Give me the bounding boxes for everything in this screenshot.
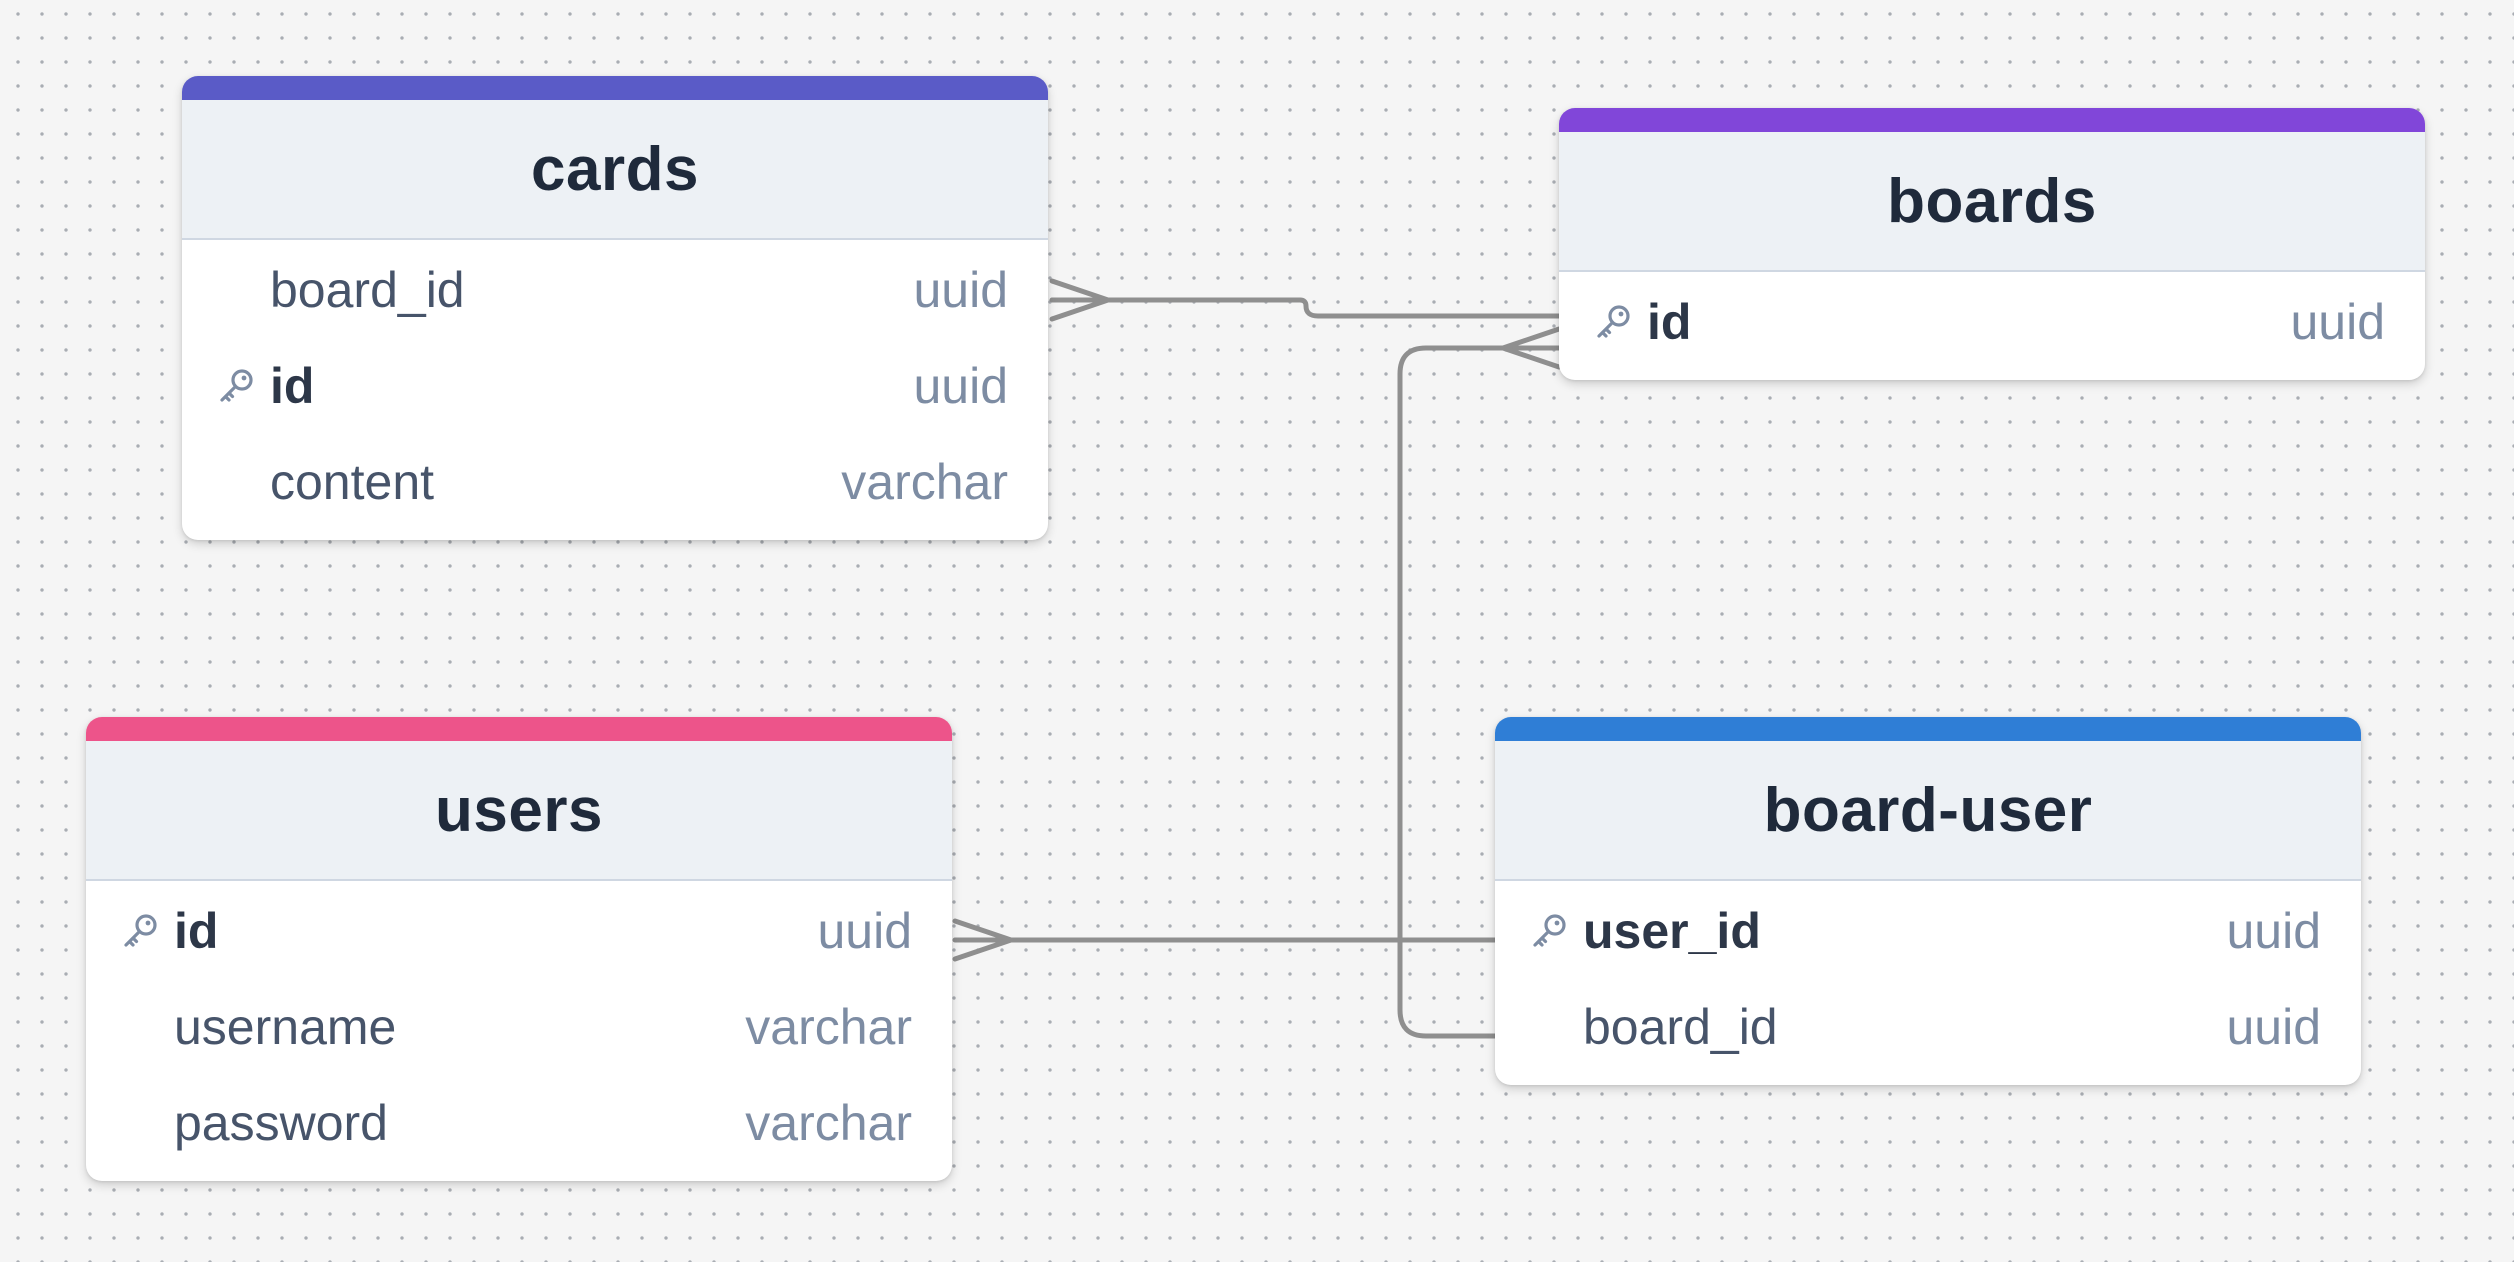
field-name: board_id: [1583, 999, 1778, 1055]
field-row-username[interactable]: username varchar: [86, 979, 952, 1075]
field-type: varchar: [745, 999, 912, 1055]
field-type: uuid: [817, 903, 912, 959]
entity-title: cards: [531, 134, 699, 204]
field-name: id: [270, 358, 315, 414]
field-row-user_id[interactable]: user_id uuid: [1495, 883, 2361, 979]
crowfoot-users-id: [952, 918, 1014, 962]
field-row-content[interactable]: content varchar: [182, 434, 1048, 530]
entity-accent-bar: [86, 717, 952, 741]
field-name: content: [270, 454, 435, 510]
entity-header: users: [86, 741, 952, 881]
field-row-id[interactable]: id uuid: [86, 883, 952, 979]
key-icon: [1529, 911, 1569, 951]
entity-cards[interactable]: cards board_id uuid id uuid content varc…: [182, 76, 1048, 540]
field-name: board_id: [270, 262, 465, 318]
field-type: uuid: [2290, 294, 2385, 350]
crowfoot-cards-board_id: [1049, 278, 1111, 322]
field-row-board_id[interactable]: board_id uuid: [1495, 979, 2361, 1075]
entity-header: board-user: [1495, 741, 2361, 881]
key-icon: [1593, 302, 1633, 342]
field-type: uuid: [913, 262, 1008, 318]
relation-cards-boards: [1049, 297, 1562, 319]
key-icon: [216, 366, 256, 406]
field-name: user_id: [1583, 903, 1761, 959]
field-type: varchar: [745, 1095, 912, 1151]
relation-boardsuser-boards: [1397, 345, 1562, 1039]
field-type: uuid: [913, 358, 1008, 414]
entity-header: cards: [182, 100, 1048, 240]
entity-title: boards: [1887, 166, 2097, 236]
field-name: password: [174, 1095, 388, 1151]
entity-title: users: [435, 775, 603, 845]
field-type: uuid: [2226, 999, 2321, 1055]
entity-accent-bar: [182, 76, 1048, 100]
entity-header: boards: [1559, 132, 2425, 272]
field-name: id: [174, 903, 219, 959]
field-type: varchar: [841, 454, 1008, 510]
field-row-password[interactable]: password varchar: [86, 1075, 952, 1171]
entity-accent-bar: [1559, 108, 2425, 132]
entity-users[interactable]: users id uuid username varchar password …: [86, 717, 952, 1181]
field-row-id[interactable]: id uuid: [1559, 274, 2425, 370]
entity-board-user[interactable]: board-user user_id uuid board_id uuid: [1495, 717, 2361, 1085]
field-row-board_id[interactable]: board_id uuid: [182, 242, 1048, 338]
entity-title: board-user: [1763, 775, 2093, 845]
field-row-id[interactable]: id uuid: [182, 338, 1048, 434]
field-name: username: [174, 999, 397, 1055]
field-type: uuid: [2226, 903, 2321, 959]
entity-accent-bar: [1495, 717, 2361, 741]
key-icon: [120, 911, 160, 951]
entity-boards[interactable]: boards id uuid: [1559, 108, 2425, 380]
field-name: id: [1647, 294, 1692, 350]
crowfoot-boards-id: [1500, 326, 1562, 370]
